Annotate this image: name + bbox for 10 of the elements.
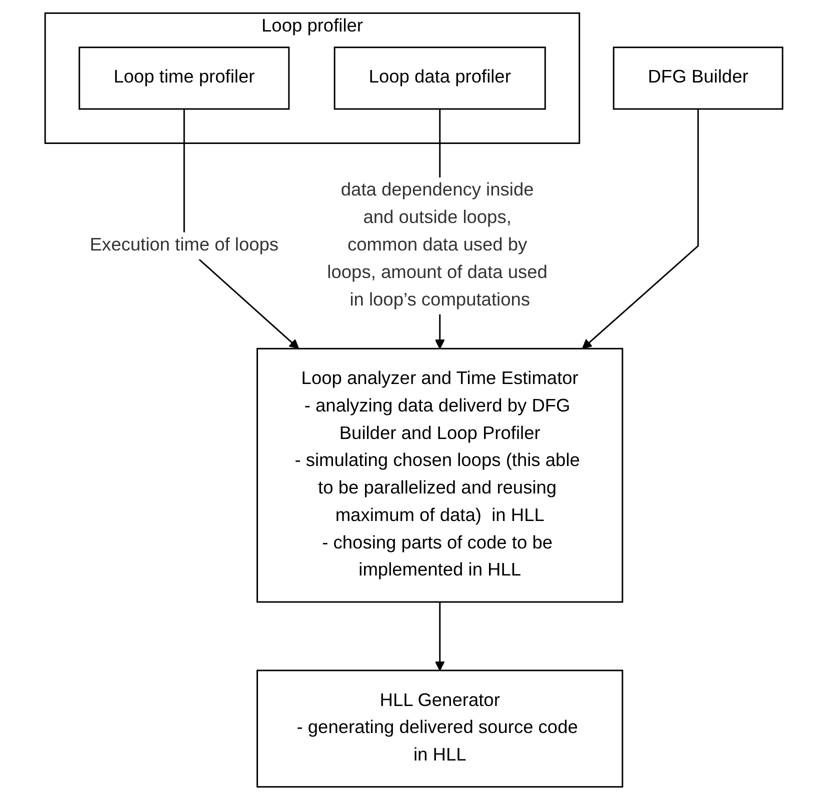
arrow [434,601,445,670]
edge-label: Execution time of loops [89,235,278,255]
arrow [582,108,698,349]
arrow [183,108,299,349]
node-box: HLL Generator - generating delivered source code in HLL [256,669,623,788]
node-box: Loop time profiler [78,46,290,110]
node-box: Loop data profiler [333,46,546,110]
edge-label: data dependency inside and outside loops, common data used by loops, amount of data used in loop’s computations [326,180,548,310]
node-box: Loop analyzer and Time Estimator - analyzing data deliverd by DFG Builder and Loop Profiler - simulating chosen loops (this able to be parallelized and reusing maximum of data) in HLL - chosing parts of code to be implemented in HLL [256,347,623,602]
node-box: DFG Builder [612,46,783,110]
